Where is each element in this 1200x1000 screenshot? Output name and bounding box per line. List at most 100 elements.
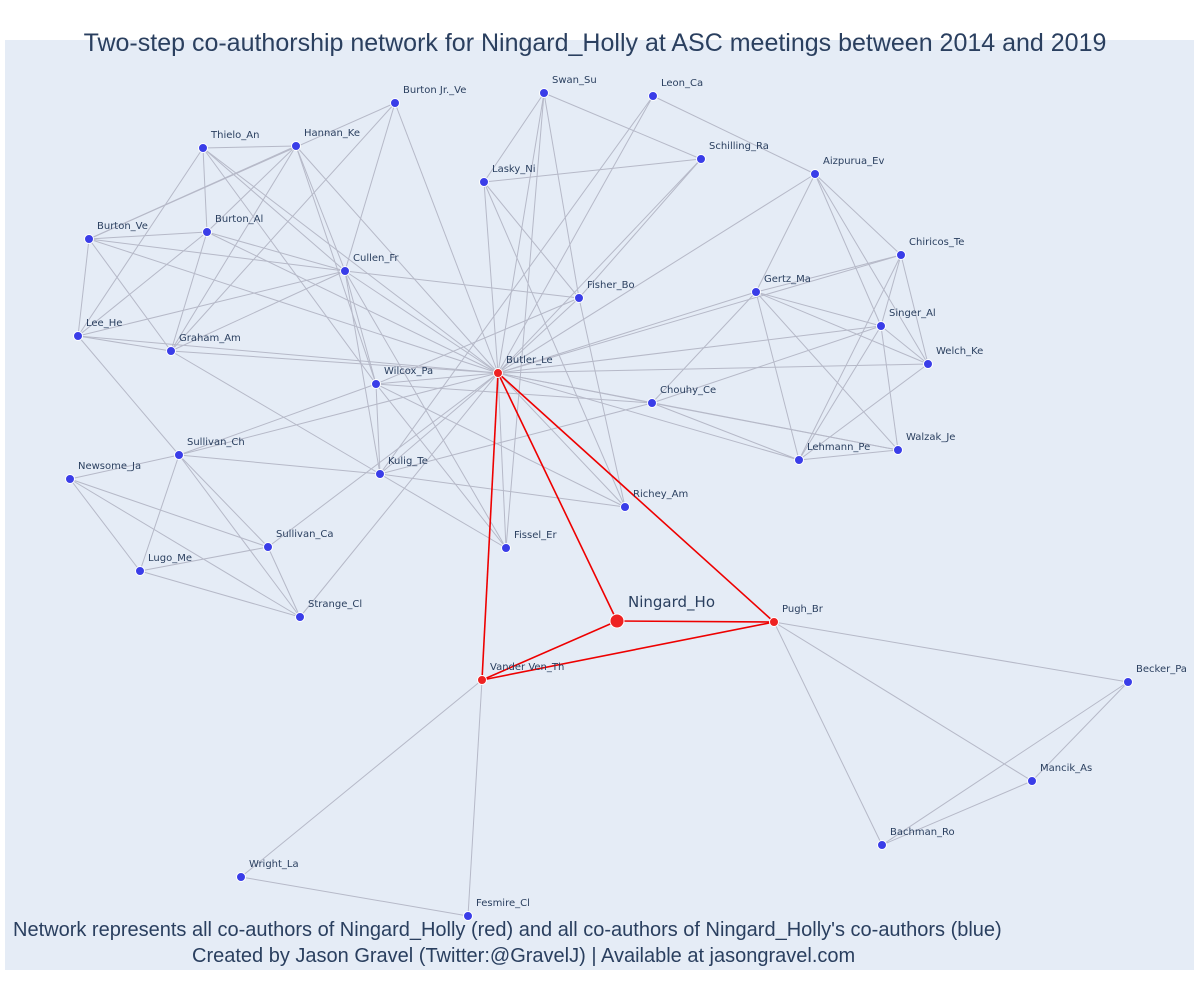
node-Strange_Cl[interactable] [295,612,305,622]
node-Lehmann_Pe[interactable] [794,455,804,465]
node-label-Chouhy_Ce: Chouhy_Ce [660,385,716,396]
edge-Singer_Al-Welch_Ke [880,325,929,365]
node-Lugo_Me[interactable] [135,566,145,576]
node-label-Becker_Pa: Becker_Pa [1136,664,1187,675]
node-Newsome_Ja[interactable] [65,474,75,484]
edge-Hannan_Ke-Wilcox_Pa [295,145,377,385]
node-Sullivan_Ch[interactable] [174,450,184,460]
node-Becker_Pa[interactable] [1123,677,1133,687]
edge-Butler_Le-Richey_Am [497,372,626,508]
edge-Butler_Le-Fisher_Bo [497,297,580,374]
node-label-Pugh_Br: Pugh_Br [782,604,824,615]
node-Burton_Al[interactable] [202,227,212,237]
edge-Cullen_Fr-Wilcox_Pa [344,270,377,385]
node-Aizpurua_Ev[interactable] [810,169,820,179]
node-Gertz_Ma[interactable] [751,287,761,297]
edge-Butler_Le-Burton_Ve [88,238,499,374]
node-VanderVen_Th[interactable] [477,675,487,685]
node-label-Hannan_Ke: Hannan_Ke [304,128,360,139]
edge-Aizpurua_Ev-Gertz_Ma [755,173,816,293]
edge-Swan_Su-Schilling_Ra [543,92,702,160]
node-Schilling_Ra[interactable] [696,154,706,164]
node-Graham_Am[interactable] [166,346,176,356]
edge-Butler_Le-Leon_Ca [497,95,654,374]
node-Chiricos_Te[interactable] [896,250,906,260]
node-Kulig_Te[interactable] [375,469,385,479]
node-BurtonJr_Ve[interactable] [390,98,400,108]
edge-Butler_Le-Lasky_Ni [483,181,499,374]
node-Bachman_Ro[interactable] [877,840,887,850]
node-layer [65,88,1133,921]
edge-Lee_He-Sullivan_Ch [77,335,180,456]
edge-Thielo_An-Wilcox_Pa [202,147,377,385]
node-Fissel_Er[interactable] [501,543,511,553]
node-Walzak_Je[interactable] [893,445,903,455]
node-label-Leon_Ca: Leon_Ca [661,78,703,89]
node-Fisher_Bo[interactable] [574,293,584,303]
edge-Butler_Le-Swan_Su [497,92,545,374]
node-label-Lehmann_Pe: Lehmann_Pe [807,442,870,453]
node-label-Burton_Ve: Burton_Ve [97,221,148,232]
edge-Hannan_Ke-Burton_Ve [88,145,297,240]
edge-Wilcox_Pa-Fissel_Er [375,383,507,549]
node-Mancik_As[interactable] [1027,776,1037,786]
edge-Burton_Al-Graham_Am [170,231,208,352]
edge-Butler_Le-Hannan_Ke [295,145,499,374]
edge-Mancik_As-Bachman_Ro [881,780,1033,846]
edge-Butler_Le-Singer_Al [497,325,882,374]
node-Welch_Ke[interactable] [923,359,933,369]
edge-Hannan_Ke-Burton_Al [206,145,297,233]
node-Butler_Le[interactable] [493,368,503,378]
node-Wright_La[interactable] [236,872,246,882]
edge-Newsome_Ja-Lugo_Me [69,478,141,572]
node-Cullen_Fr[interactable] [340,266,350,276]
node-label-Burton_Al: Burton_Al [215,214,263,225]
edge-Burton_Ve-Lee_He [77,238,90,337]
node-Lee_He[interactable] [73,331,83,341]
edge-Chiricos_Te-Singer_Al [880,254,902,327]
node-label-Schilling_Ra: Schilling_Ra [709,141,769,152]
edge-Cullen_Fr-Kulig_Te [344,270,381,475]
node-label-Lugo_Me: Lugo_Me [148,553,192,564]
node-Fesmire_Cl[interactable] [463,911,473,921]
node-label-Swan_Su: Swan_Su [552,75,597,86]
node-Thielo_An[interactable] [198,143,208,153]
node-Burton_Ve[interactable] [84,234,94,244]
caption-line-2: Created by Jason Gravel (Twitter:@Gravel… [192,945,856,967]
edge-Pugh_Br-Becker_Pa [773,621,1129,683]
node-Chouhy_Ce[interactable] [647,398,657,408]
edge-Wilcox_Pa-Sullivan_Ch [178,383,377,456]
edge-Lasky_Ni-Schilling_Ra [483,158,702,183]
node-Sullivan_Ca[interactable] [263,542,273,552]
node-Ningard_Ho[interactable] [609,613,625,629]
edge-Pugh_Br-Mancik_As [773,621,1033,782]
node-Pugh_Br[interactable] [769,617,779,627]
edge-Ningard_Ho-Butler_Le [497,372,618,622]
edge-Chouhy_Ce-Walzak_Je [651,402,899,451]
node-Leon_Ca[interactable] [648,91,658,101]
edge-Fisher_Bo-Richey_Am [578,297,626,508]
node-Richey_Am[interactable] [620,502,630,512]
edge-Swan_Su-Fisher_Bo [543,92,580,299]
node-Lasky_Ni[interactable] [479,177,489,187]
edge-Butler_Le-Pugh_Br [497,372,775,623]
edge-Chouhy_Ce-Wilcox_Pa [375,383,653,404]
edge-Thielo_An-Hannan_Ke [202,145,297,149]
edge-Cullen_Fr-Fissel_Er [344,270,507,549]
edge-Chouhy_Ce-Kulig_Te [379,402,653,475]
node-label-Wright_La: Wright_La [249,859,299,870]
node-Swan_Su[interactable] [539,88,549,98]
node-Wilcox_Pa[interactable] [371,379,381,389]
edge-Leon_Ca-Kulig_Te [379,95,654,475]
node-label-Chiricos_Te: Chiricos_Te [909,237,964,248]
edge-Butler_Le-Wilcox_Pa [375,372,499,385]
node-Singer_Al[interactable] [876,321,886,331]
node-label-Kulig_Te: Kulig_Te [388,456,428,467]
node-Hannan_Ke[interactable] [291,141,301,151]
node-label-Sullivan_Ca: Sullivan_Ca [276,529,334,540]
edge-Butler_Le-Sullivan_Ca [267,372,499,548]
edge-Lugo_Me-Sullivan_Ca [139,546,269,572]
edge-Butler_Le-Lehmann_Pe [497,372,800,461]
